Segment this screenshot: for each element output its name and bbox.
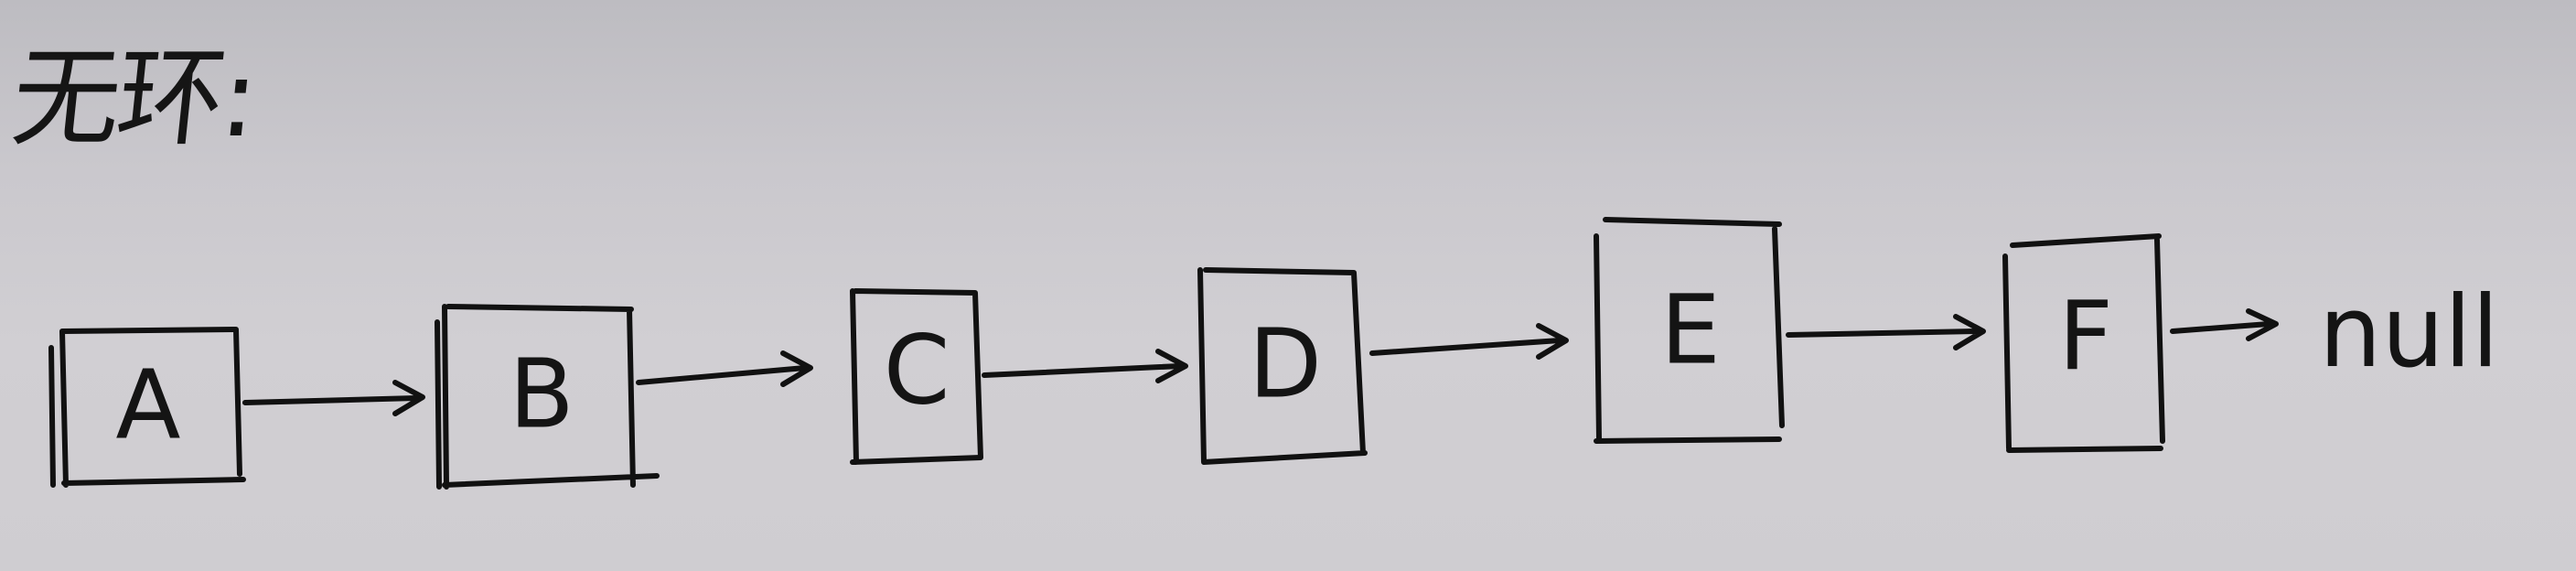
node-c: C xyxy=(850,288,983,465)
node-label: F xyxy=(2058,280,2113,392)
arrow-f-null xyxy=(2170,308,2279,341)
node-e: E xyxy=(1594,217,1785,444)
node-label: D xyxy=(1249,307,1322,419)
arrow-c-d xyxy=(982,349,1188,383)
arrow-d-e xyxy=(1369,323,1569,360)
null-label: null xyxy=(2319,275,2499,390)
arrow-e-f xyxy=(1786,314,1986,350)
node-b: B xyxy=(435,304,660,490)
arrow-b-c xyxy=(636,350,813,387)
node-label: C xyxy=(884,314,950,426)
node-label: E xyxy=(1660,274,1721,385)
node-label: A xyxy=(115,349,180,460)
node-label: B xyxy=(509,338,574,449)
node-a: A xyxy=(48,327,246,488)
arrow-a-b xyxy=(242,380,425,416)
node-f: F xyxy=(2002,233,2165,453)
node-d: D xyxy=(1197,267,1368,465)
